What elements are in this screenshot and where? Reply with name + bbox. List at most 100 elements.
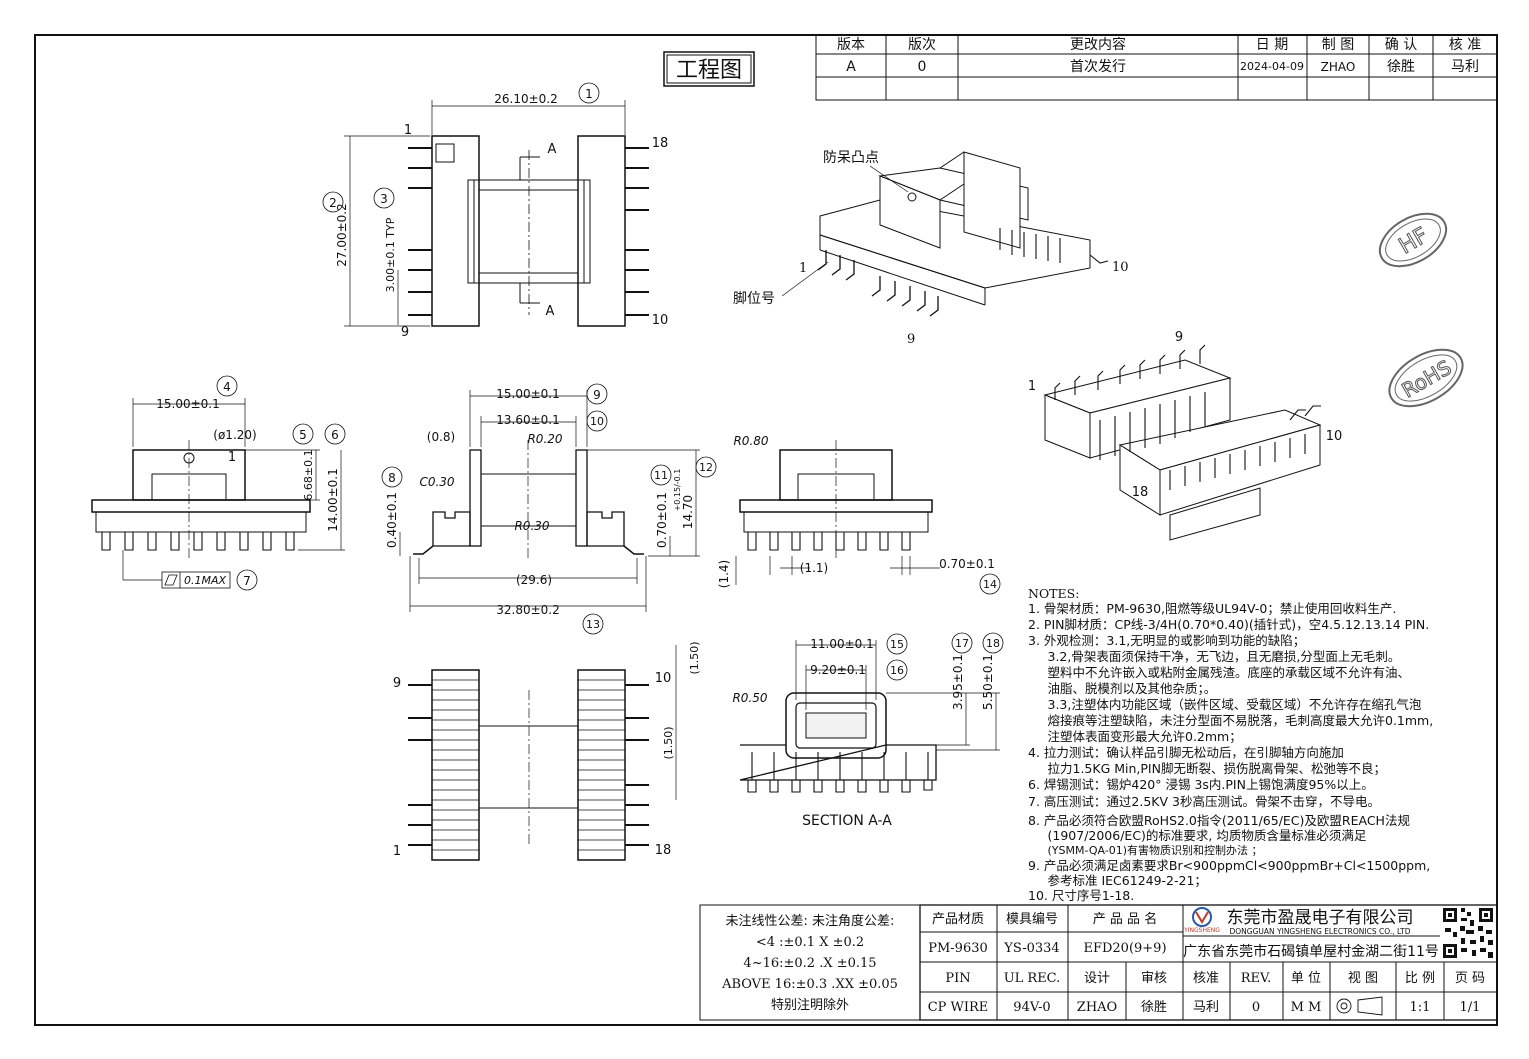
revision-table: 版本 版次 更改内容 日 期 制 图 确 认 核 准 A 0 首次发行 2024… <box>815 34 1498 101</box>
top-view: 26.10±0.2 27.00±0.2 3.00±0.1 TYP 1 9 18 … <box>322 82 669 340</box>
tb-h-rev: REV. <box>1241 971 1272 986</box>
tb-h-mold: 模具编号 <box>1006 912 1058 927</box>
balloon-2: 2 <box>322 191 344 213</box>
balloon-10: 10 <box>586 410 608 432</box>
iso2-pin-9: 9 <box>1175 330 1183 345</box>
company-logo: YINGSHENG <box>1183 907 1220 934</box>
tb-design: ZHAO <box>1077 1000 1117 1015</box>
note-line: 熔接痕等注塑缺陷，未注分型面不易脱落，毛刺高度最大允许0.1mm, <box>1048 713 1434 728</box>
front-view: 15.00±0.1 (ø1.20) 6.68±0.1 14.00±0.1 0.1… <box>91 375 346 591</box>
section-view: 11.00±0.1 9.20±0.1 3.95±0.1 5.50±0.1 R0.… <box>732 632 1004 829</box>
balloon-4: 4 <box>216 375 238 397</box>
rev-header-change: 更改内容 <box>1070 36 1126 53</box>
tb-h-unit: 单 位 <box>1291 971 1321 986</box>
tolerance-line-2: <4 :±0.1 X ±0.2 <box>756 935 864 950</box>
pin-label-9: 9 <box>401 325 409 340</box>
drawing-label: 16 <box>890 664 904 677</box>
pin-label-1: 1 <box>404 123 412 138</box>
drawing-label: 11 <box>654 469 668 482</box>
qr-code-icon <box>1441 906 1495 960</box>
balloon-3: 3 <box>373 187 395 209</box>
drawing-label: 7 <box>243 574 251 588</box>
note-line: (1907/2006/EC)的标准要求, 均质物质含量标准必须满足 <box>1048 828 1367 843</box>
note-line: 3. 外观检测：3.1,无明显的或影响到功能的缺陷； <box>1028 633 1305 648</box>
rev-cell-version: A <box>846 59 856 75</box>
balloon-17: 17 <box>951 632 973 654</box>
side-dim-040: 0.40±0.1 <box>385 492 399 548</box>
note-line: 9. 产品必须满足卤素要求Br<900ppmCl<900ppmBr+Cl<150… <box>1028 858 1430 873</box>
tolerance-line-4: ABOVE 16:±0.3 .XX ±0.05 <box>721 977 898 992</box>
side-dim-1470-tol: +0.15/-0.1 <box>673 469 682 512</box>
note-line: 7. 高压测试：通过2.5KV 3秒高压测试。骨架不击穿，不导电。 <box>1028 794 1380 809</box>
pin-label-18: 18 <box>652 136 669 151</box>
drawing-label: 9 <box>593 388 601 402</box>
note-line: 参考标准 IEC61249-2-21； <box>1048 873 1207 888</box>
bottom-pin-10: 10 <box>655 671 672 686</box>
tb-rev: 0 <box>1252 1000 1260 1015</box>
end-dim-11: (1.1) <box>800 561 828 575</box>
company-name-cn: 东莞市盈晟电子有限公司 <box>1227 908 1414 928</box>
drawing-label: YINGSHENG <box>1183 927 1220 934</box>
iso-pin-1: 1 <box>799 261 807 276</box>
side-dim-3280: 32.80±0.2 <box>496 603 560 617</box>
tb-mold: YS-0334 <box>1003 941 1059 956</box>
tb-h-view: 视 图 <box>1348 971 1378 986</box>
end-view: R0.80 (1.4) (1.1) 0.70±0.1 14 <box>717 434 1001 595</box>
note-line: 油脂、脱模剂以及其他杂质；。 <box>1048 681 1217 696</box>
drawing-label: 1 <box>585 87 593 101</box>
company-address: 广东省东莞市石碣镇单屋村金湖二街11号 <box>1183 943 1439 960</box>
balloon-8: 8 <box>381 466 403 488</box>
tb-page: 1/1 <box>1460 1000 1481 1015</box>
title-block: 产品材质 模具编号 产 品 品 名 PM-9630 YS-0334 EFD20(… <box>919 904 1498 1021</box>
rev-cell-date: 2024-04-09 <box>1240 60 1304 73</box>
rev-header-drawn: 制 图 <box>1322 37 1354 53</box>
iso2-pin-10: 10 <box>1326 429 1343 444</box>
drawing-label: 12 <box>699 461 713 474</box>
bottom-pin-1: 1 <box>393 844 401 859</box>
tb-h-approve: 核准 <box>1193 971 1219 986</box>
drawing-label: 10 <box>590 415 604 428</box>
tb-unit: M M <box>1291 1000 1322 1015</box>
note-line: (YSMM-QA-01)有害物质识别和控制办法 ； <box>1048 843 1263 857</box>
tb-review: 徐胜 <box>1141 1000 1167 1015</box>
side-dim-inner: 13.60±0.1 <box>496 413 560 427</box>
balloon-7: 7 <box>236 569 258 591</box>
end-dim-r080: R0.80 <box>733 434 768 448</box>
tolerance-line-1: 未注线性公差: 未注角度公差: <box>726 913 895 929</box>
balloon-18: 18 <box>982 632 1004 654</box>
label-bump: 防呆凸点 <box>823 150 879 166</box>
balloon-15: 15 <box>886 633 908 655</box>
label-pin: 脚位号 <box>733 291 775 307</box>
note-line: 塑料中不允许嵌入或粘附金属残渣。底座的承载区域不允许有油、 <box>1048 665 1411 680</box>
note-line: 8. 产品必须符合欧盟RoHS2.0指令(2011/65/EC)及欧盟REACH… <box>1028 813 1410 828</box>
front-pin-mark: 1 <box>228 450 236 465</box>
drawing-label: 2 <box>329 196 337 210</box>
iso-view: 防呆凸点 脚位号 1 9 10 <box>733 150 1129 347</box>
front-dim-h1: 6.68±0.1 <box>302 449 315 500</box>
tolerance-line-3: 4~16:±0.2 .X ±0.15 <box>743 956 876 971</box>
pin-label-10: 10 <box>652 313 669 328</box>
drawing-label: 18 <box>986 637 1000 650</box>
tb-name: EFD20(9+9) <box>1083 941 1166 956</box>
notes-heading: NOTES: <box>1028 586 1079 601</box>
rev-cell-drawn: ZHAO <box>1321 60 1356 74</box>
iso2-pin-18: 18 <box>1132 485 1149 500</box>
section-caption: SECTION A-A <box>802 813 892 829</box>
drawing-label: 15 <box>890 638 904 651</box>
side-dim-c030: C0.30 <box>419 475 454 489</box>
front-dim-h2: 14.00±0.1 <box>326 468 340 532</box>
front-dim-hole: (ø1.20) <box>213 428 256 442</box>
end-dim-070: 0.70±0.1 <box>939 557 995 571</box>
section-dim-920: 9.20±0.1 <box>810 663 866 677</box>
side-dim-r030: R0.30 <box>514 519 549 533</box>
drawing-label: HF <box>1395 223 1433 259</box>
drawing-label: 17 <box>955 637 969 650</box>
title-stamp: 工程图 <box>663 51 755 87</box>
rev-header-date: 日 期 <box>1256 37 1288 53</box>
drawing-label: 13 <box>586 618 600 631</box>
side-view: 15.00±0.1 13.60±0.1 (0.8) R0.20 C0.30 0.… <box>381 383 717 635</box>
note-line: 3.3,注塑体内功能区域（嵌件区域、受载区域）不允许存在缩孔气泡 <box>1048 697 1422 712</box>
drawing-label: 6 <box>331 428 339 442</box>
balloon-16: 16 <box>886 659 908 681</box>
